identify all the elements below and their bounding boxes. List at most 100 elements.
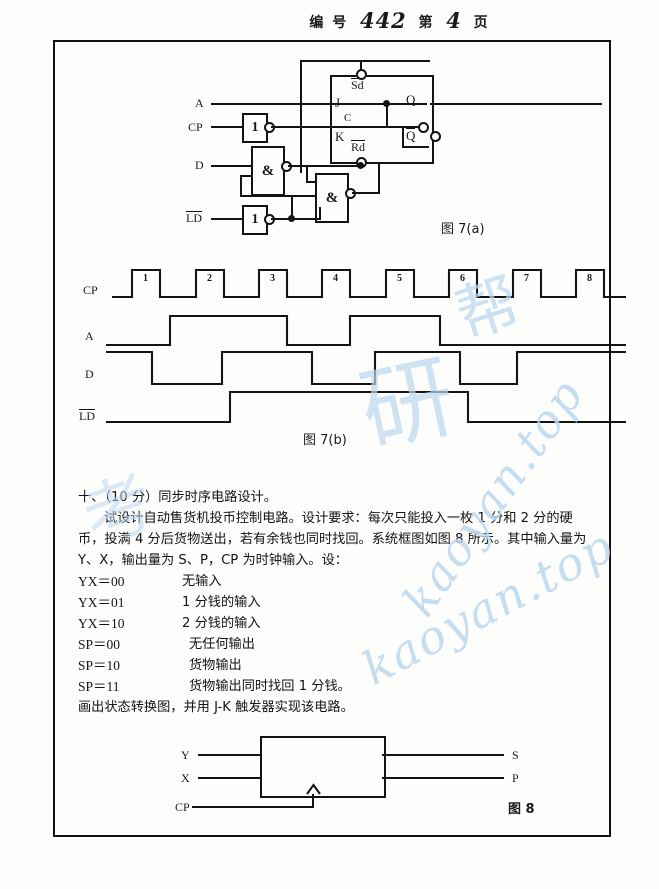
- ff-label-c: C: [344, 112, 352, 124]
- ff-label-k: K: [335, 129, 345, 144]
- condition-row-1: YX＝00 无输入: [78, 571, 590, 592]
- wire-and1-out: [288, 165, 361, 167]
- wire-and1-fb-vert: [240, 175, 242, 197]
- waveform-cp: [112, 268, 626, 299]
- wire-a-j-stub: [387, 103, 427, 105]
- condition-row-6: SP＝11 货物输出同时找回 1 分钱。: [78, 676, 590, 697]
- waveform-d: [106, 350, 626, 386]
- junction-dot-inv2: [288, 215, 295, 222]
- condition-key-3: YX＝10: [78, 616, 125, 631]
- condition-row-2: YX＝01 1 分钱的输入: [78, 592, 590, 613]
- wire-a-to-j: [211, 103, 387, 105]
- signal-label-a: A: [85, 329, 94, 343]
- pulse-number-7: 7: [524, 273, 529, 284]
- figure-7b-caption: 图 7(b): [303, 433, 347, 448]
- input-label-a: A: [195, 96, 204, 110]
- number-value: 442: [359, 8, 407, 33]
- input-label-ldbar: LD: [186, 211, 202, 225]
- condition-value-1: 无输入: [182, 574, 222, 589]
- wire-a-branch-down: [386, 103, 388, 128]
- wire-sd-bus-vertical: [300, 60, 302, 173]
- figure-8-caption: 图 8: [508, 802, 535, 817]
- wire-inv1-to-clk: [271, 126, 418, 128]
- question-closing: 画出状态转换图，并用 J-K 触发器实现该电路。: [78, 700, 354, 715]
- page-unit: 页: [473, 15, 490, 31]
- wire-q-output: [430, 103, 602, 105]
- pulse-number-5: 5: [397, 273, 402, 284]
- condition-key-5: SP＝10: [78, 658, 121, 673]
- figure8-output-label-s: S: [512, 748, 519, 762]
- jk-flip-flop-body: [330, 75, 434, 164]
- clock-input-bubble: [418, 122, 429, 133]
- waveform-a: [106, 314, 626, 347]
- condition-key-1: YX＝00: [78, 574, 125, 589]
- signal-label-ldbar: LD: [79, 409, 95, 423]
- figure8-input-label-x: X: [181, 771, 190, 785]
- pulse-number-1: 1: [143, 273, 148, 284]
- page-label: 第: [418, 15, 435, 31]
- number-label: 编 号: [309, 15, 349, 31]
- condition-row-3: YX＝10 2 分钱的输入: [78, 613, 590, 634]
- wire-sd-drop: [360, 60, 362, 75]
- wire-cp-to-inv1: [211, 126, 242, 128]
- condition-row-5: SP＝10 货物输出: [78, 655, 590, 676]
- question-paragraph: 试设计自动售货机投币控制电路。设计要求：每次只能投入一枚 1 分和 2 分的硬币…: [78, 511, 587, 568]
- figure8-input-label-y: Y: [181, 748, 190, 762]
- ff-label-sd: Sd: [351, 78, 364, 92]
- wire-k-drop: [402, 126, 404, 148]
- figure8-wire-s: [382, 754, 504, 756]
- question-text-block: 十、（10 分）同步时序电路设计。 试设计自动售货机投币控制电路。设计要求：每次…: [78, 487, 590, 718]
- figure8-wire-cp-riser: [312, 794, 314, 807]
- signal-label-cp: CP: [83, 283, 98, 297]
- waveform-ldbar: [106, 390, 626, 424]
- ff-label-qbar: Q: [406, 128, 416, 143]
- input-label-cp: CP: [188, 120, 203, 134]
- condition-row-4: SP＝00 无任何输出: [78, 634, 590, 655]
- wire-and2-in-top: [306, 181, 317, 183]
- condition-value-6: 货物输出同时找回 1 分钱。: [189, 679, 351, 694]
- figure-7b-timing-diagram: CP A D LD 1 2 3 4 5 6 7 8 图 7(b): [79, 268, 626, 448]
- ff-label-q: Q: [406, 92, 416, 107]
- timing-waveform-svg: [106, 268, 626, 424]
- wire-and1-fb-bottom: [240, 195, 315, 197]
- figure-7a-circuit: A CP D LD 1 Sd Rd J C K Q Q: [0, 0, 659, 260]
- pulse-number-8: 8: [587, 273, 592, 284]
- question-heading: 十、（10 分）同步时序电路设计。: [78, 490, 277, 505]
- page-header: 编 号 442 第 4 页: [0, 8, 659, 33]
- page-value: 4: [446, 8, 462, 33]
- wire-and1-fb-top: [240, 175, 253, 177]
- figure8-output-label-p: P: [512, 771, 519, 785]
- signal-label-d: D: [85, 367, 94, 381]
- figure8-wire-cp: [192, 806, 314, 808]
- condition-value-5: 货物输出: [189, 658, 242, 673]
- ff-label-rd: Rd: [351, 140, 366, 154]
- condition-key-2: YX＝01: [78, 595, 125, 610]
- figure8-wire-x: [198, 777, 260, 779]
- junction-dot-and1: [357, 162, 364, 169]
- pulse-number-4: 4: [333, 273, 338, 284]
- condition-value-2: 1 分钱的输入: [182, 595, 261, 610]
- wire-and2-out: [352, 192, 380, 194]
- wire-and2-in-bottom-vert: [319, 207, 321, 218]
- pulse-number-2: 2: [207, 273, 212, 284]
- wire-sd-bus-top: [300, 60, 430, 62]
- condition-key-6: SP＝11: [78, 679, 120, 694]
- sd-pin-bubble: [356, 69, 367, 80]
- pulse-number-3: 3: [270, 273, 275, 284]
- wire-and2-to-rd: [378, 162, 380, 192]
- wire-inv2-out: [271, 218, 321, 220]
- condition-value-4: 无任何输出: [189, 637, 255, 652]
- wire-and2-in-top-vert: [306, 165, 308, 183]
- qbar-output-bubble: [430, 131, 441, 142]
- input-label-d: D: [195, 158, 204, 172]
- wire-inv2-up: [291, 195, 293, 218]
- and-gate-2: &: [315, 173, 349, 223]
- page-border: [53, 40, 611, 837]
- condition-value-3: 2 分钱的输入: [182, 616, 261, 631]
- figure8-box: [260, 736, 386, 798]
- inverter-gate-2: 1: [242, 205, 268, 235]
- pulse-number-6: 6: [460, 273, 465, 284]
- figure8-wire-y: [198, 754, 260, 756]
